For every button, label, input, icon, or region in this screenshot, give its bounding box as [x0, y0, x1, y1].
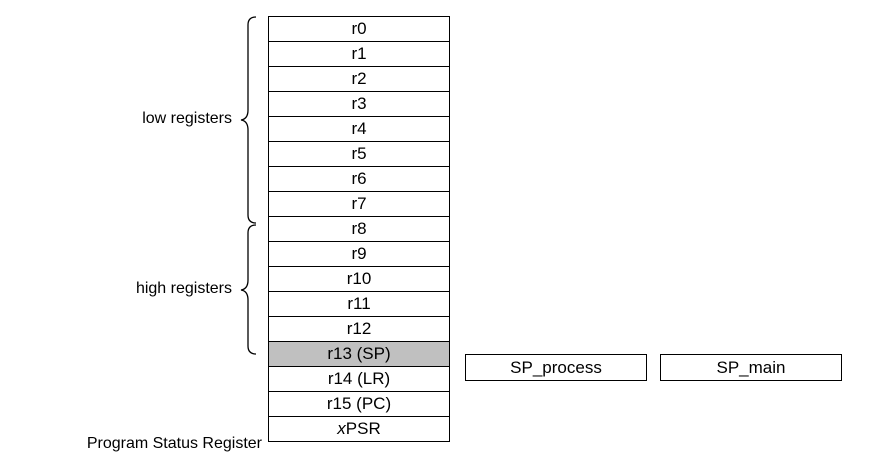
register-r3: r3: [268, 91, 450, 117]
register-r10: r10: [268, 266, 450, 292]
register-stack: r0 r1 r2 r3 r4 r5 r6 r7 r8 r9 r10 r11 r1…: [268, 16, 450, 442]
register-r14-lr: r14 (LR): [268, 366, 450, 392]
register-r5: r5: [268, 141, 450, 167]
register-r8: r8: [268, 216, 450, 242]
sp-main-box: SP_main: [660, 354, 842, 381]
register-r7: r7: [268, 191, 450, 217]
register-r12: r12: [268, 316, 450, 342]
register-r0: r0: [268, 16, 450, 42]
register-r15-pc: r15 (PC): [268, 391, 450, 417]
register-r6: r6: [268, 166, 450, 192]
register-r2: r2: [268, 66, 450, 92]
register-r1: r1: [268, 41, 450, 67]
sp-process-box: SP_process: [465, 354, 647, 381]
register-r4: r4: [268, 116, 450, 142]
high-registers-brace: [240, 224, 257, 355]
register-r13-sp: r13 (SP): [268, 341, 450, 367]
low-registers-label: low registers: [142, 110, 232, 127]
register-r11: r11: [268, 291, 450, 317]
program-status-register-label: Program Status Register: [86, 435, 262, 452]
high-registers-label: high registers: [135, 280, 232, 297]
low-registers-brace: [240, 16, 257, 224]
register-r9: r9: [268, 241, 450, 267]
